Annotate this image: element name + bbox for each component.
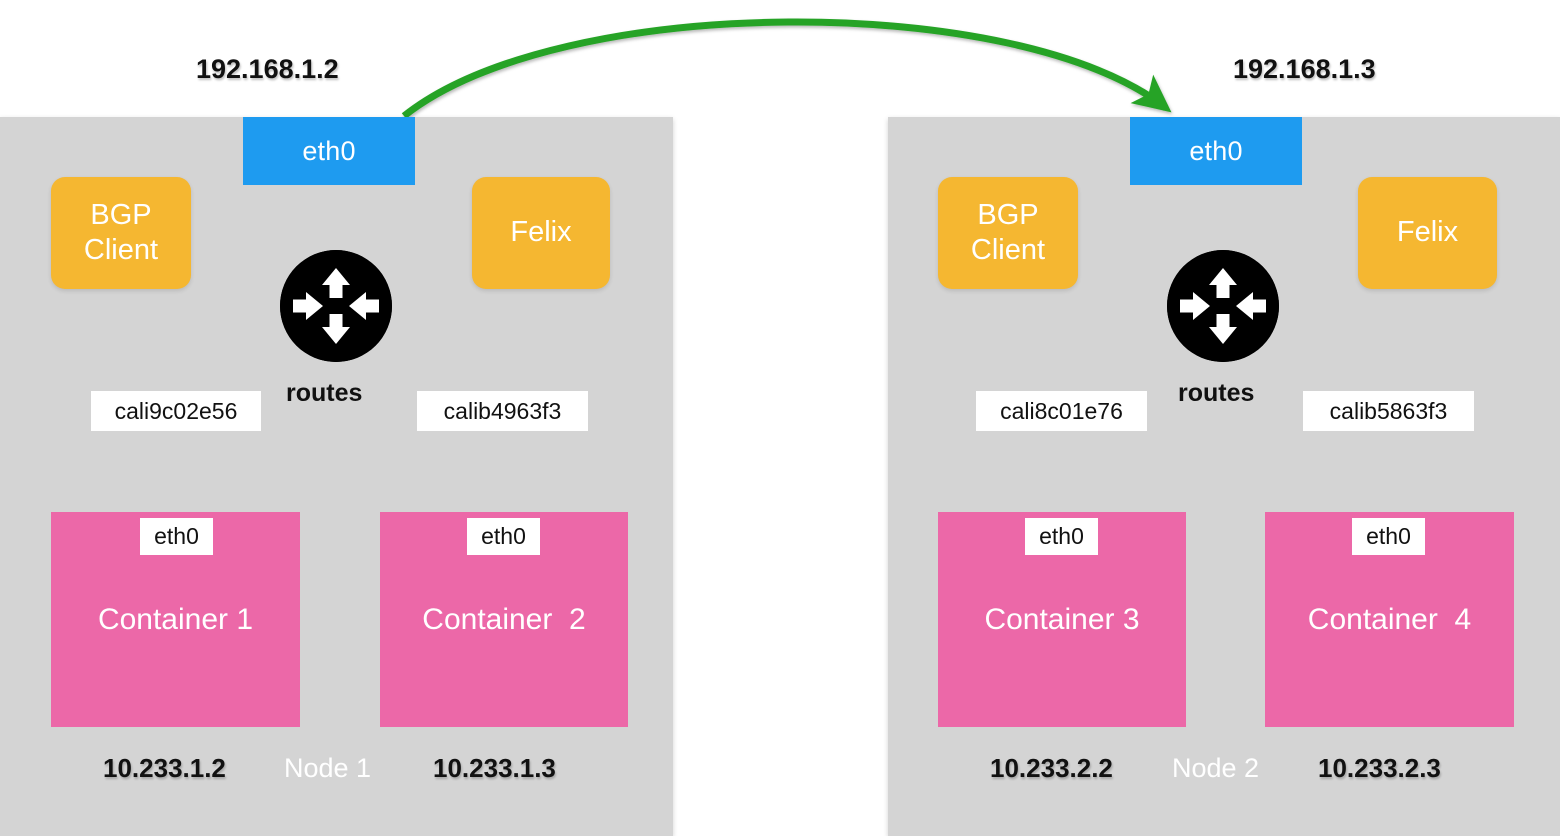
veth-chip-cali8c01e76[interactable]: cali8c01e76	[976, 391, 1147, 431]
container-nic-4[interactable]: eth0	[1352, 518, 1425, 555]
host-ip-node-1: 192.168.1.2	[196, 54, 339, 84]
container-nic-3[interactable]: eth0	[1025, 518, 1098, 555]
host-ip-node-2: 192.168.1.3	[1233, 54, 1376, 84]
router-icon[interactable]	[280, 250, 392, 362]
felix-box-node-2[interactable]: Felix	[1358, 177, 1497, 289]
bgp-client-box-node-2[interactable]: BGP Client	[938, 177, 1078, 289]
container-nic-2[interactable]: eth0	[467, 518, 540, 555]
felix-box-node-1[interactable]: Felix	[472, 177, 610, 289]
routes-label-node-1: routes	[286, 379, 363, 407]
host-nic-node-1[interactable]: eth0	[243, 117, 415, 185]
node-name-1: Node 1	[284, 753, 372, 783]
node-name-2: Node 2	[1172, 753, 1260, 783]
router-icon[interactable]	[1167, 250, 1279, 362]
routes-label-node-2: routes	[1178, 379, 1255, 407]
container-ip-2: 10.233.1.3	[433, 753, 556, 783]
veth-chip-calib5863f3[interactable]: calib5863f3	[1303, 391, 1474, 431]
veth-chip-cali9c02e56[interactable]: cali9c02e56	[91, 391, 261, 431]
container-ip-4: 10.233.2.3	[1318, 753, 1441, 783]
container-ip-1: 10.233.1.2	[103, 753, 226, 783]
host-nic-node-2[interactable]: eth0	[1130, 117, 1302, 185]
veth-chip-calib4963f3[interactable]: calib4963f3	[417, 391, 588, 431]
container-ip-3: 10.233.2.2	[990, 753, 1113, 783]
internode-flow-arrow	[401, 18, 1172, 119]
container-nic-1[interactable]: eth0	[140, 518, 213, 555]
bgp-client-box-node-1[interactable]: BGP Client	[51, 177, 191, 289]
